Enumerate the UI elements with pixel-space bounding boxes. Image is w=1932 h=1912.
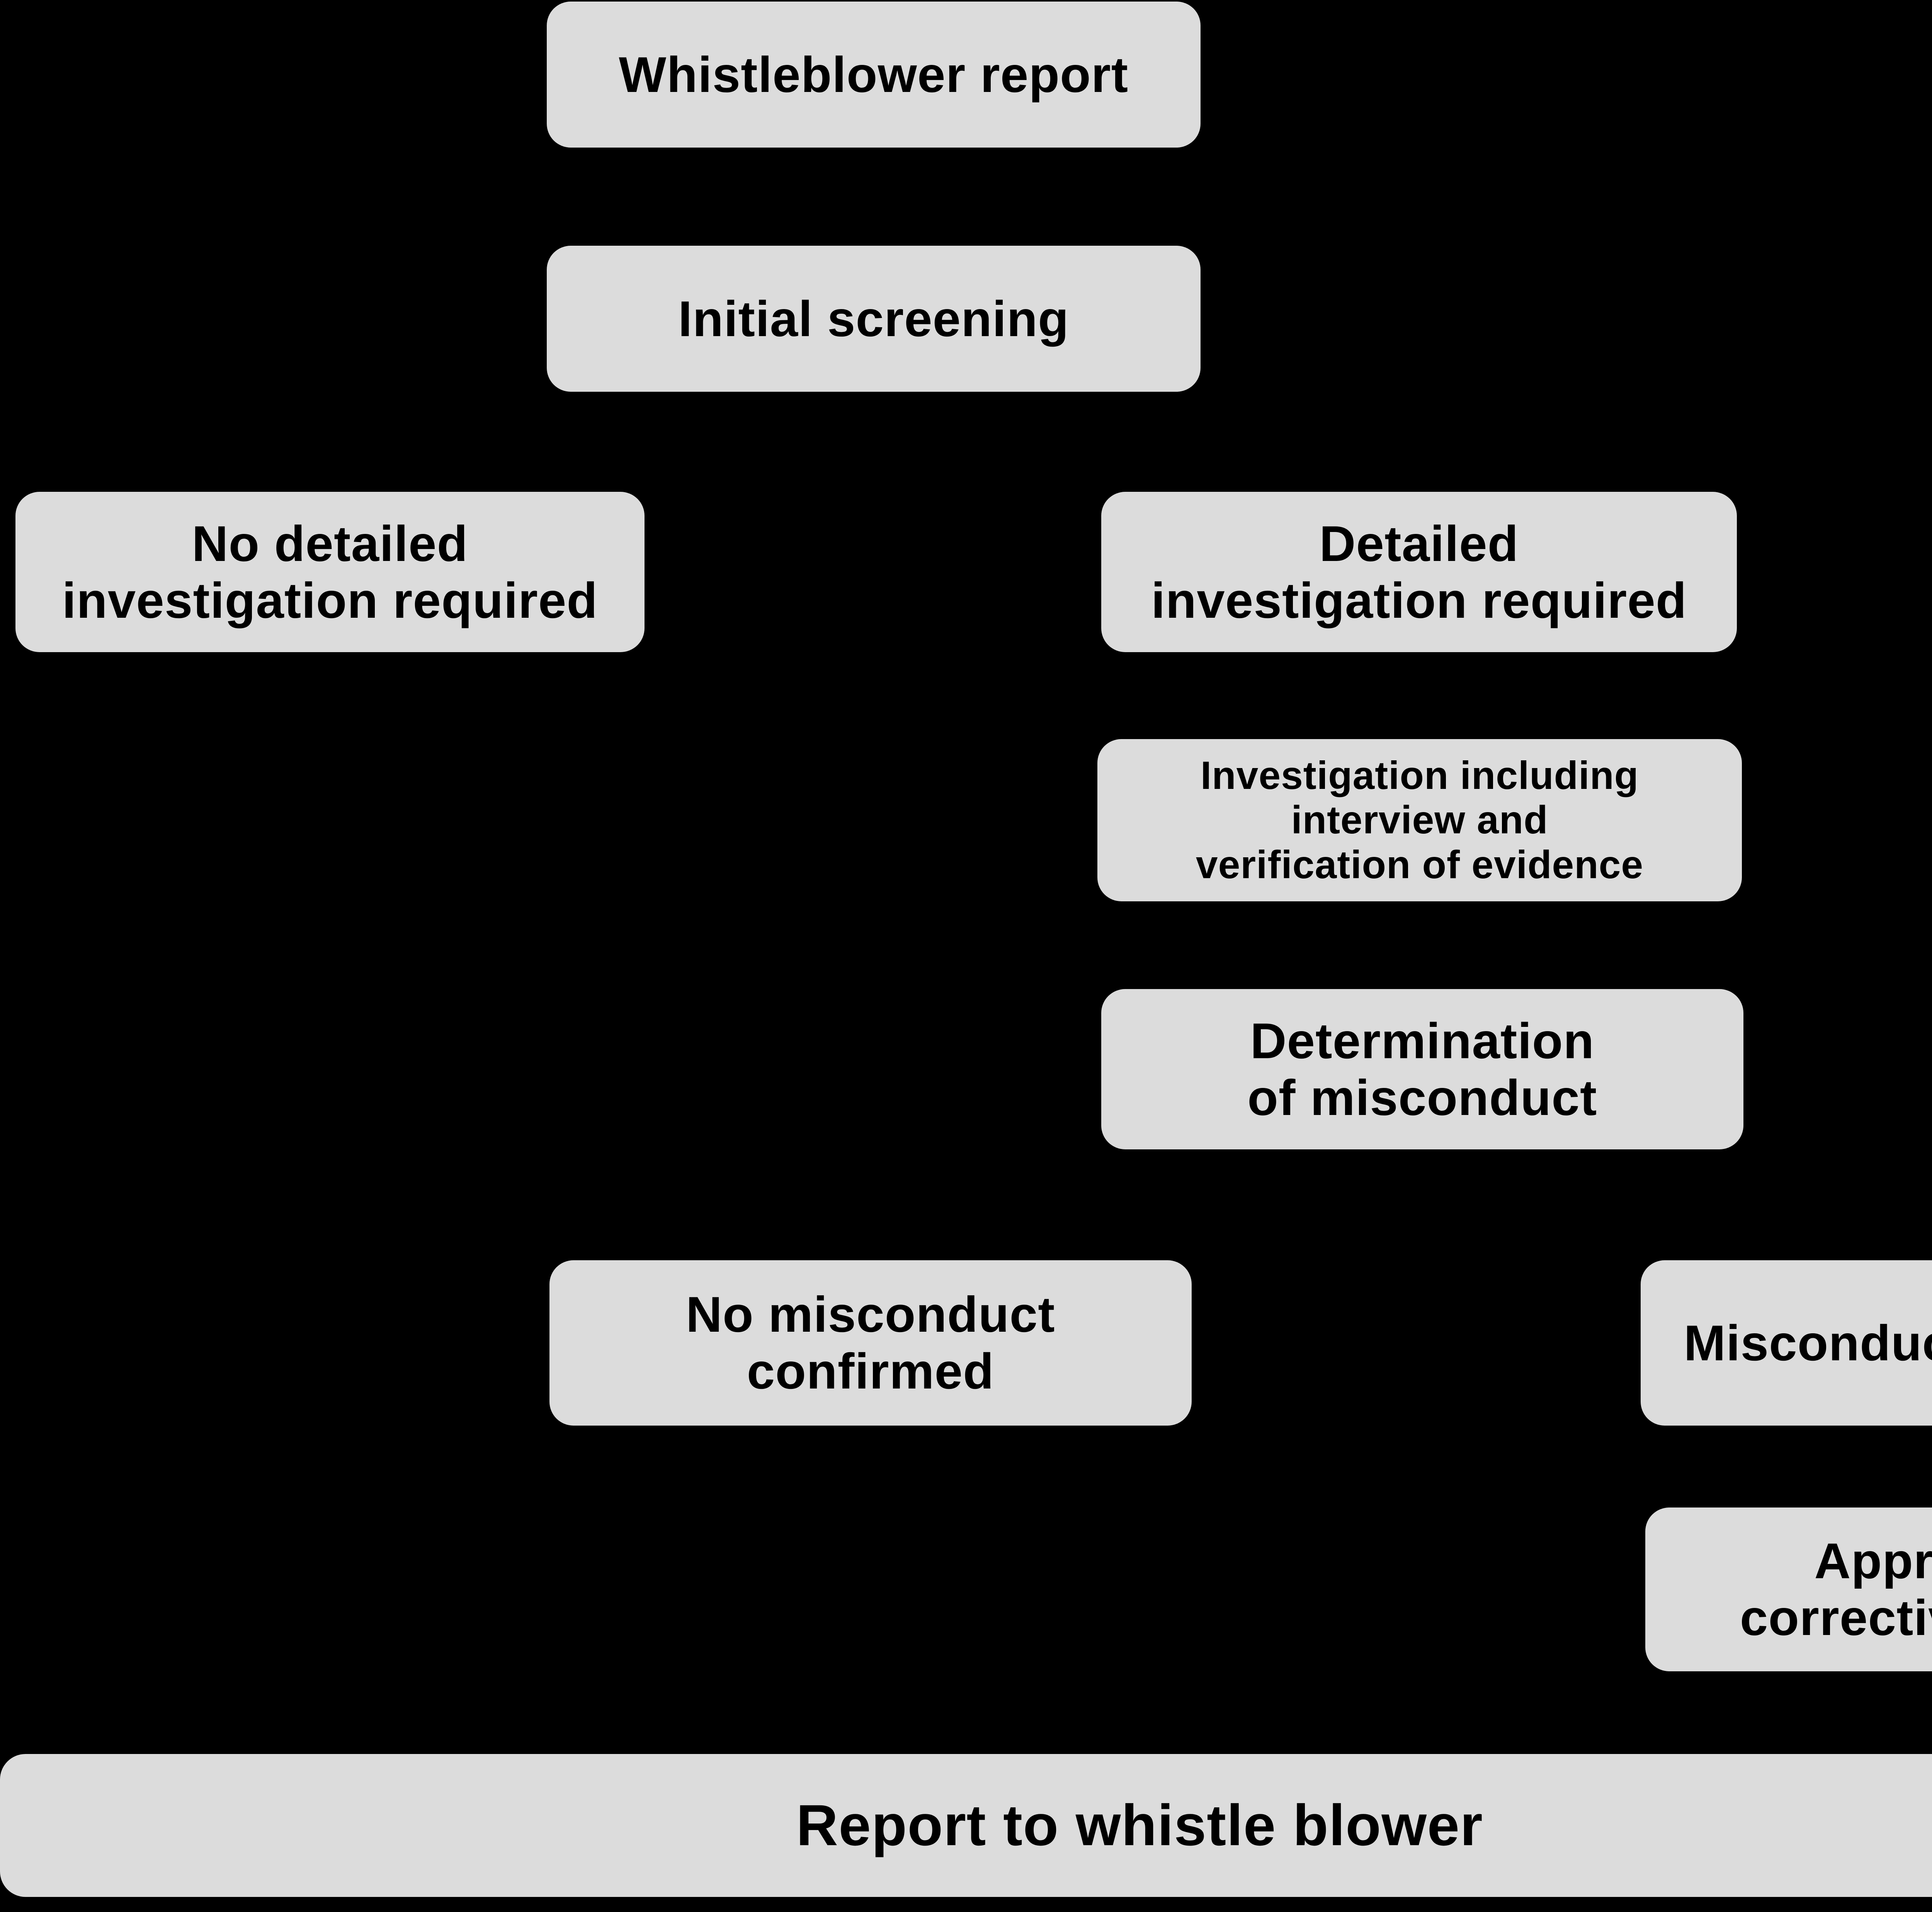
node-no-detailed-investigation-required-label: No detailed investigation required — [62, 515, 598, 629]
node-detailed-investigation-required: Detailed investigation required — [1101, 492, 1737, 652]
node-initial-screening-label: Initial screening — [678, 290, 1069, 347]
node-no-misconduct-confirmed-label: No misconduct confirmed — [686, 1286, 1055, 1399]
node-determination-of-misconduct-label: Determination of misconduct — [1247, 1012, 1597, 1126]
node-appropriate-corrective-actions: Appropriate corrective actions — [1645, 1508, 1932, 1671]
node-no-detailed-investigation-required: No detailed investigation required — [15, 492, 645, 652]
node-whistleblower-report-label: Whistleblower report — [619, 46, 1129, 103]
node-appropriate-corrective-actions-label: Appropriate corrective actions — [1740, 1533, 1932, 1646]
node-initial-screening: Initial screening — [547, 246, 1201, 392]
node-investigation-interview-verification: Investigation including interview and ve… — [1097, 739, 1742, 901]
node-investigation-interview-verification-label: Investigation including interview and ve… — [1196, 753, 1644, 887]
node-misconduct-confirmed-label: Misconduct confirmed — [1684, 1314, 1932, 1371]
node-report-to-whistleblower-label: Report to whistle blower — [796, 1793, 1483, 1858]
node-detailed-investigation-required-label: Detailed investigation required — [1151, 515, 1687, 629]
node-report-to-whistleblower: Report to whistle blower — [0, 1754, 1932, 1897]
node-whistleblower-report: Whistleblower report — [547, 2, 1201, 148]
node-determination-of-misconduct: Determination of misconduct — [1101, 989, 1743, 1149]
node-no-misconduct-confirmed: No misconduct confirmed — [549, 1260, 1192, 1426]
node-misconduct-confirmed: Misconduct confirmed — [1641, 1260, 1932, 1426]
